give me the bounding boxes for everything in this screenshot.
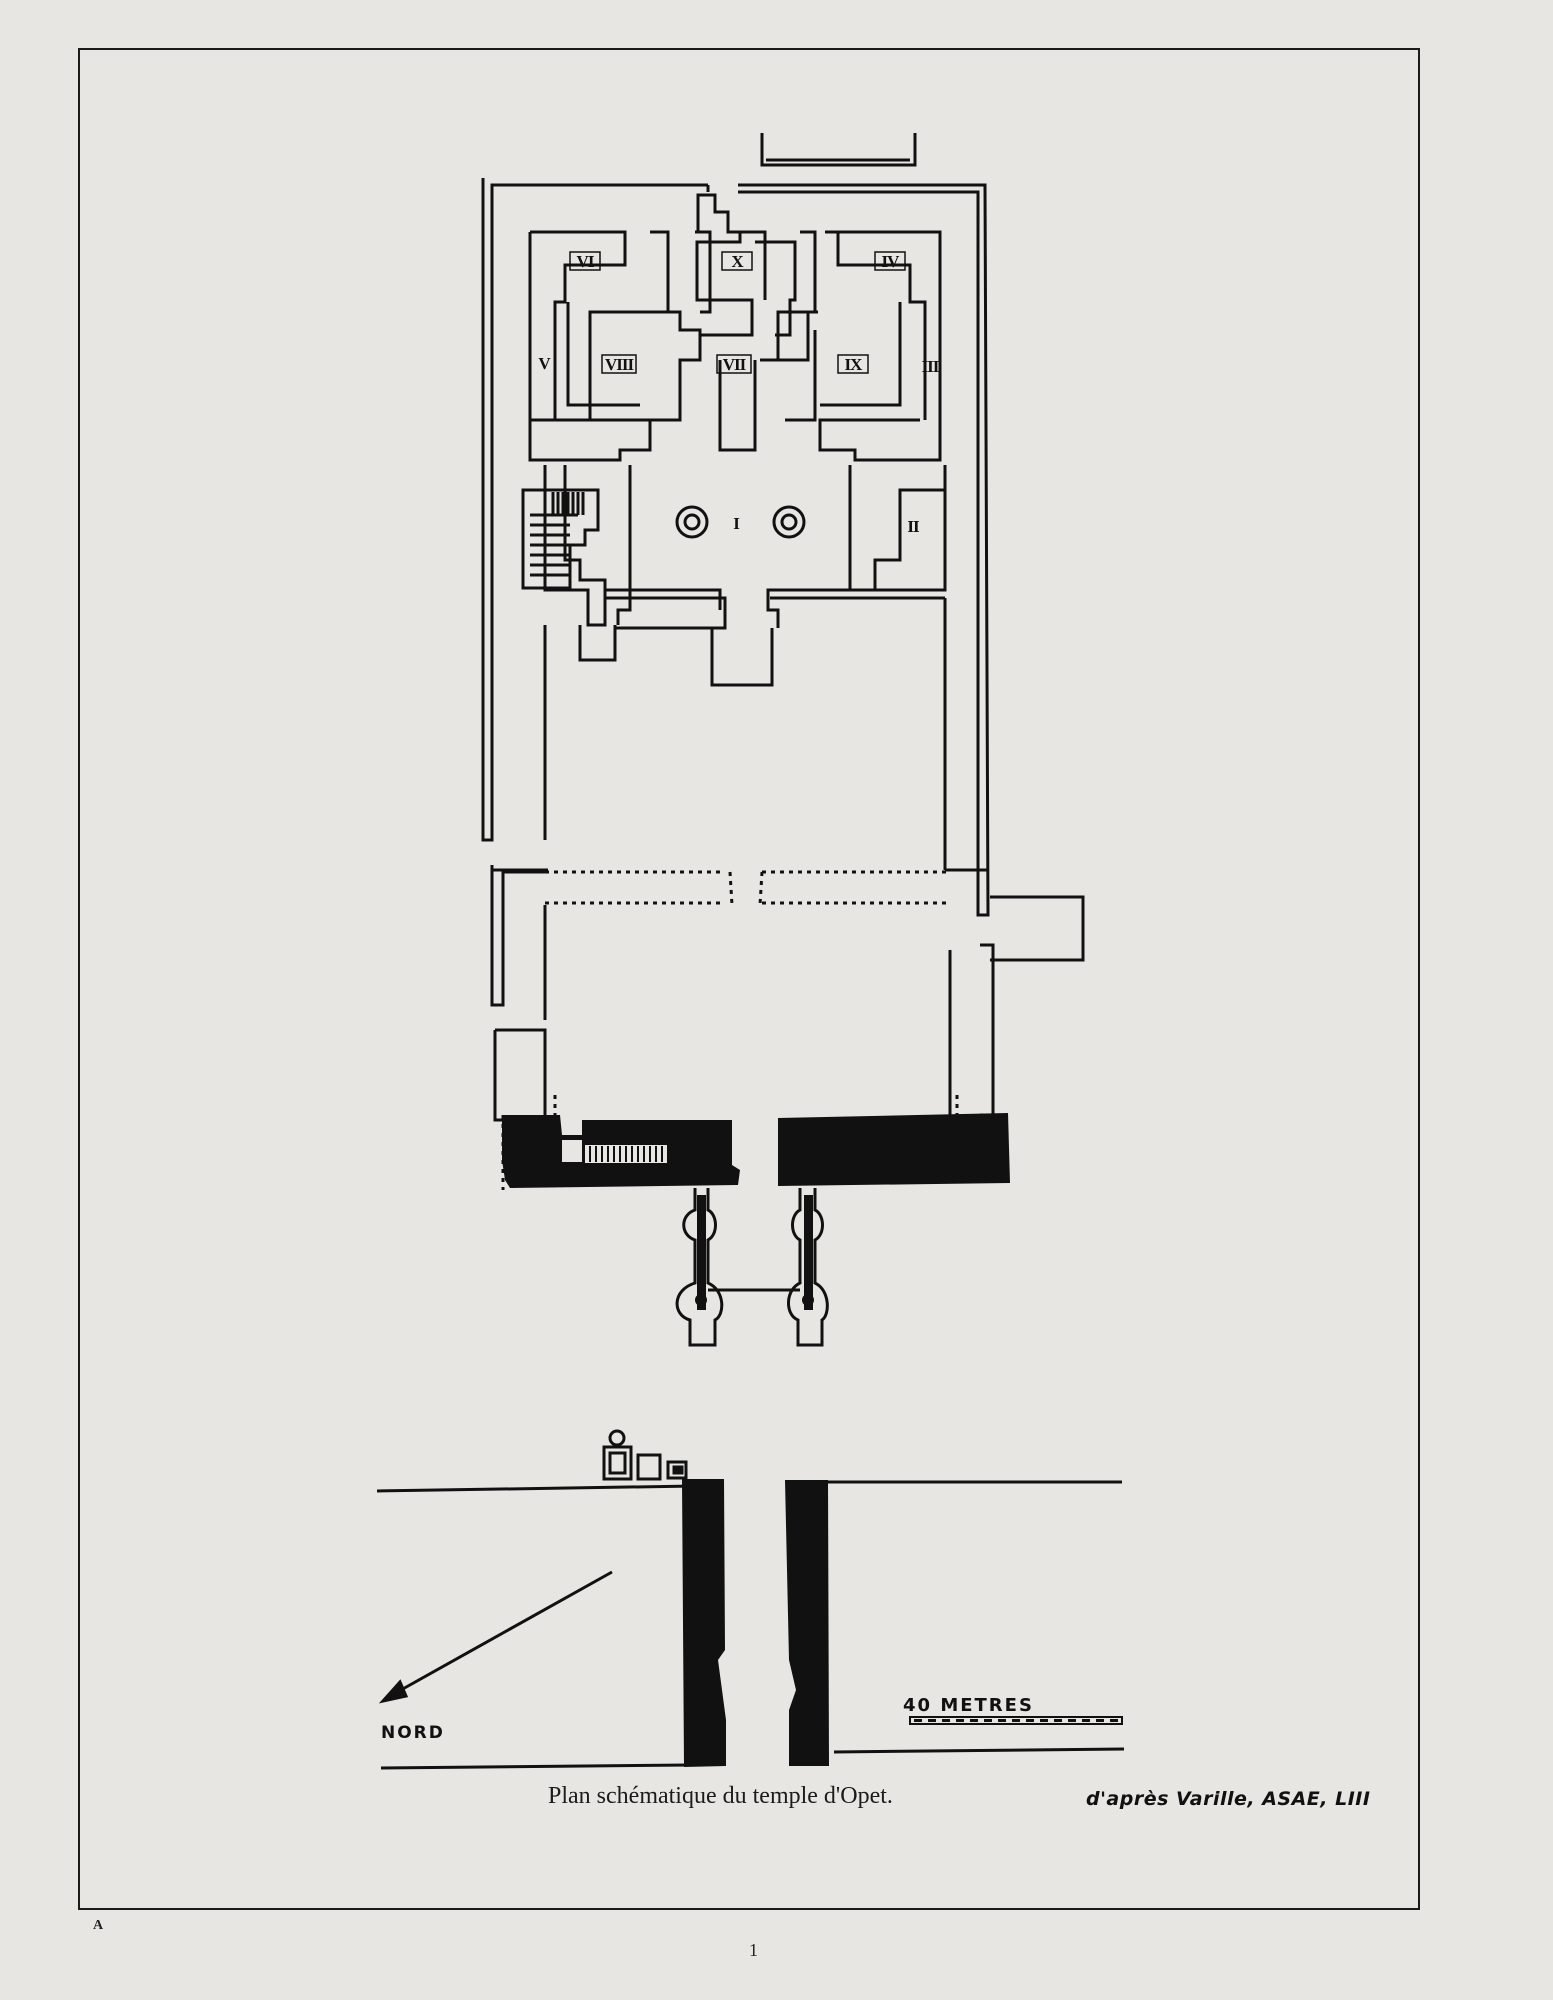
room-label-ix: IX xyxy=(845,355,864,374)
temple-inner-walls xyxy=(528,193,942,462)
site-walls xyxy=(682,1479,829,1767)
dotted-colonnade xyxy=(501,870,959,1190)
north-label: NORD xyxy=(381,1723,445,1743)
room-label-i: I xyxy=(733,514,740,533)
site-plan xyxy=(376,1480,1125,1770)
scale-label: 40 METRES xyxy=(903,1695,1034,1716)
room-label-vii: VII xyxy=(723,355,747,374)
plate-caption: Plan schématique du temple d'Opet. xyxy=(548,1783,893,1809)
pylon-court xyxy=(990,895,1085,962)
room-label-ii: II xyxy=(907,517,920,536)
room-label-x: X xyxy=(731,252,744,271)
scale-bar: 40 METRES xyxy=(903,1695,1123,1725)
page-letter: A xyxy=(93,1918,104,1933)
top-bracket xyxy=(760,133,917,167)
room-labels: VI X IV V VIII VII IX III I II xyxy=(538,251,941,536)
staircase xyxy=(521,488,600,590)
room-label-iii: III xyxy=(922,357,940,376)
plate-credit: d'après Varille, ASAE, LIII xyxy=(1086,1788,1371,1810)
room-label-vi: VI xyxy=(577,252,595,271)
site-structures xyxy=(602,1429,688,1481)
page-number: 1 xyxy=(749,1940,758,1960)
enclosure-wall xyxy=(481,178,995,1122)
front-hall-walls xyxy=(492,465,988,872)
room-label-viii: VIII xyxy=(605,355,635,374)
pillars xyxy=(675,505,806,539)
entrance-gate xyxy=(675,1188,829,1347)
plate-frame xyxy=(78,48,1420,1910)
room-label-iv: IV xyxy=(882,252,901,271)
room-label-v: V xyxy=(538,354,551,373)
north-arrow xyxy=(378,1570,613,1704)
